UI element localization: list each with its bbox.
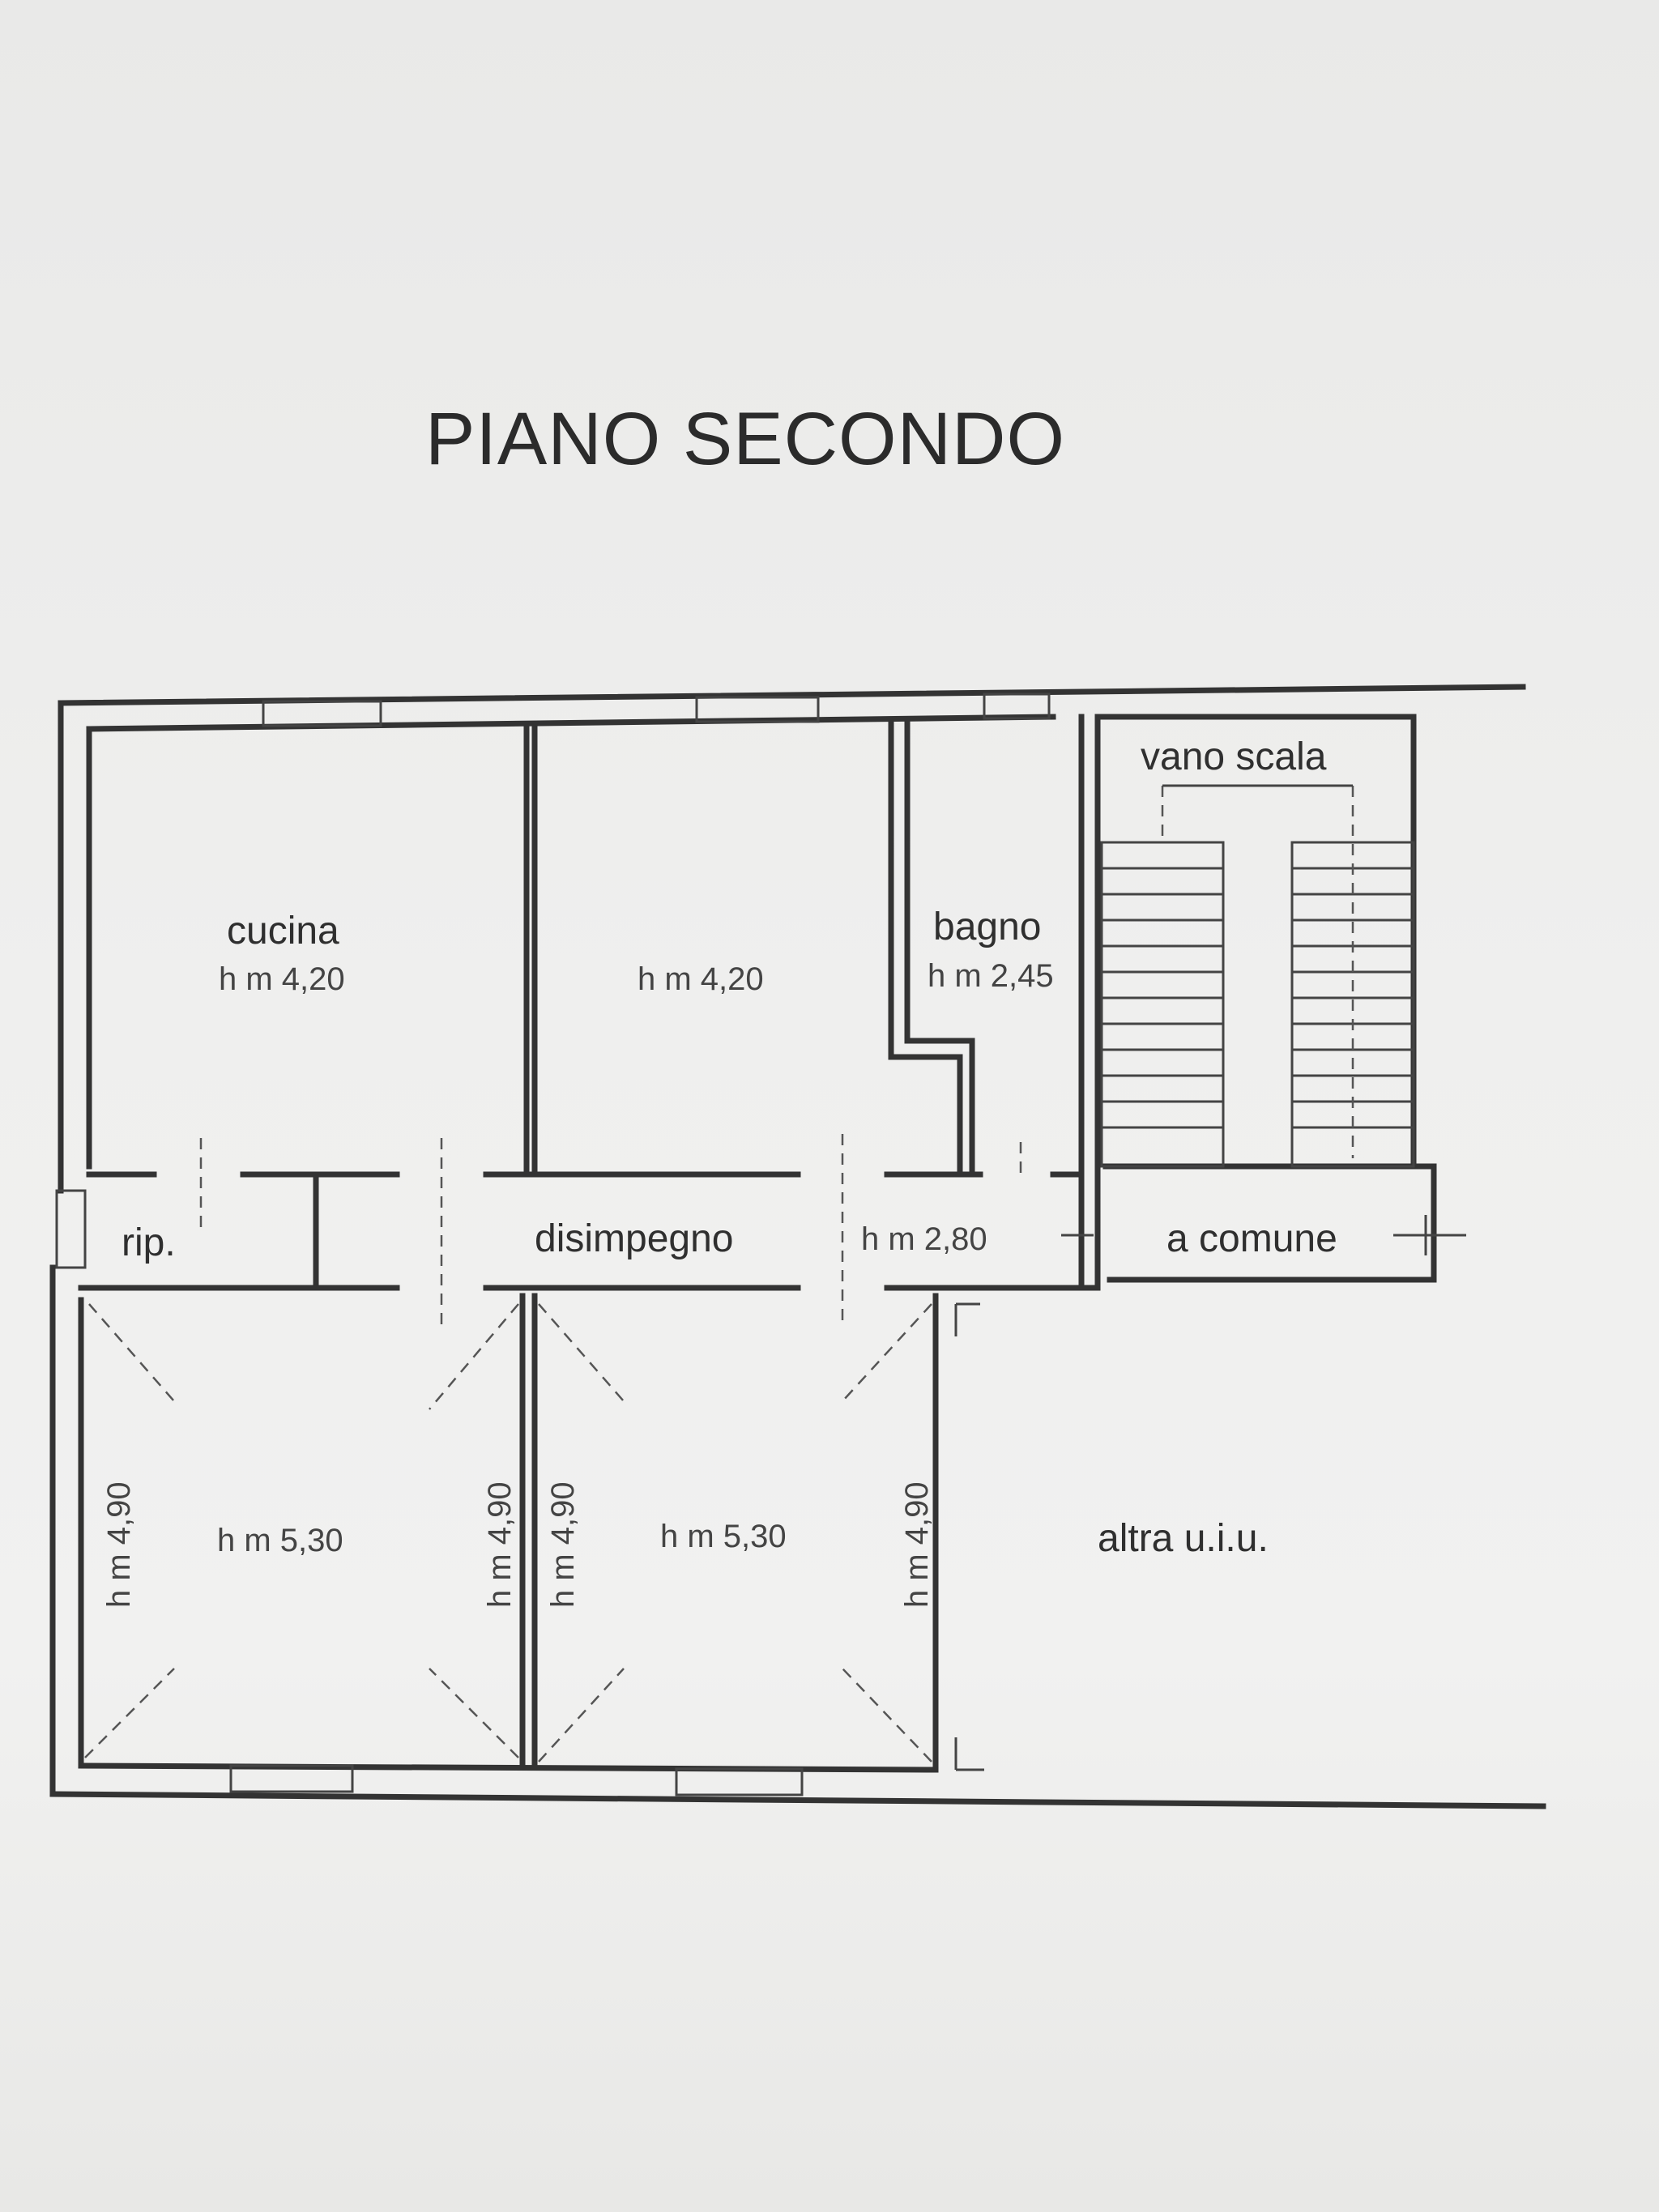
stair-treads <box>1061 784 1466 1255</box>
label-a-comune: a comune <box>1166 1217 1337 1260</box>
page-title: PIANO SECONDO <box>425 398 1066 480</box>
side-height-bedroom1-right: h m 4,90 <box>482 1481 518 1608</box>
height-room2: h m 4,20 <box>638 961 764 997</box>
height-bedroom2: h m 5,30 <box>660 1519 787 1554</box>
height-bedroom1: h m 5,30 <box>217 1523 343 1558</box>
side-height-bedroom2-right: h m 4,90 <box>899 1481 935 1608</box>
side-height-bedroom1-left: h m 4,90 <box>101 1481 137 1608</box>
label-disimpegno: disimpegno <box>535 1217 733 1260</box>
label-altra-uiu: altra u.i.u. <box>1098 1517 1269 1560</box>
closet-diagonals <box>84 1303 932 1762</box>
windows <box>55 693 1051 1796</box>
side-height-bedroom2-left: h m 4,90 <box>545 1481 581 1608</box>
label-bagno: bagno <box>933 906 1041 948</box>
height-cucina: h m 4,20 <box>219 961 345 997</box>
height-corridor: h m 2,80 <box>861 1221 987 1257</box>
door-marks <box>199 1134 1022 1328</box>
height-bagno: h m 2,45 <box>928 958 1054 994</box>
label-cucina: cucina <box>227 910 339 953</box>
label-rip: rip. <box>122 1221 176 1264</box>
label-vano-scala: vano scala <box>1141 735 1327 778</box>
